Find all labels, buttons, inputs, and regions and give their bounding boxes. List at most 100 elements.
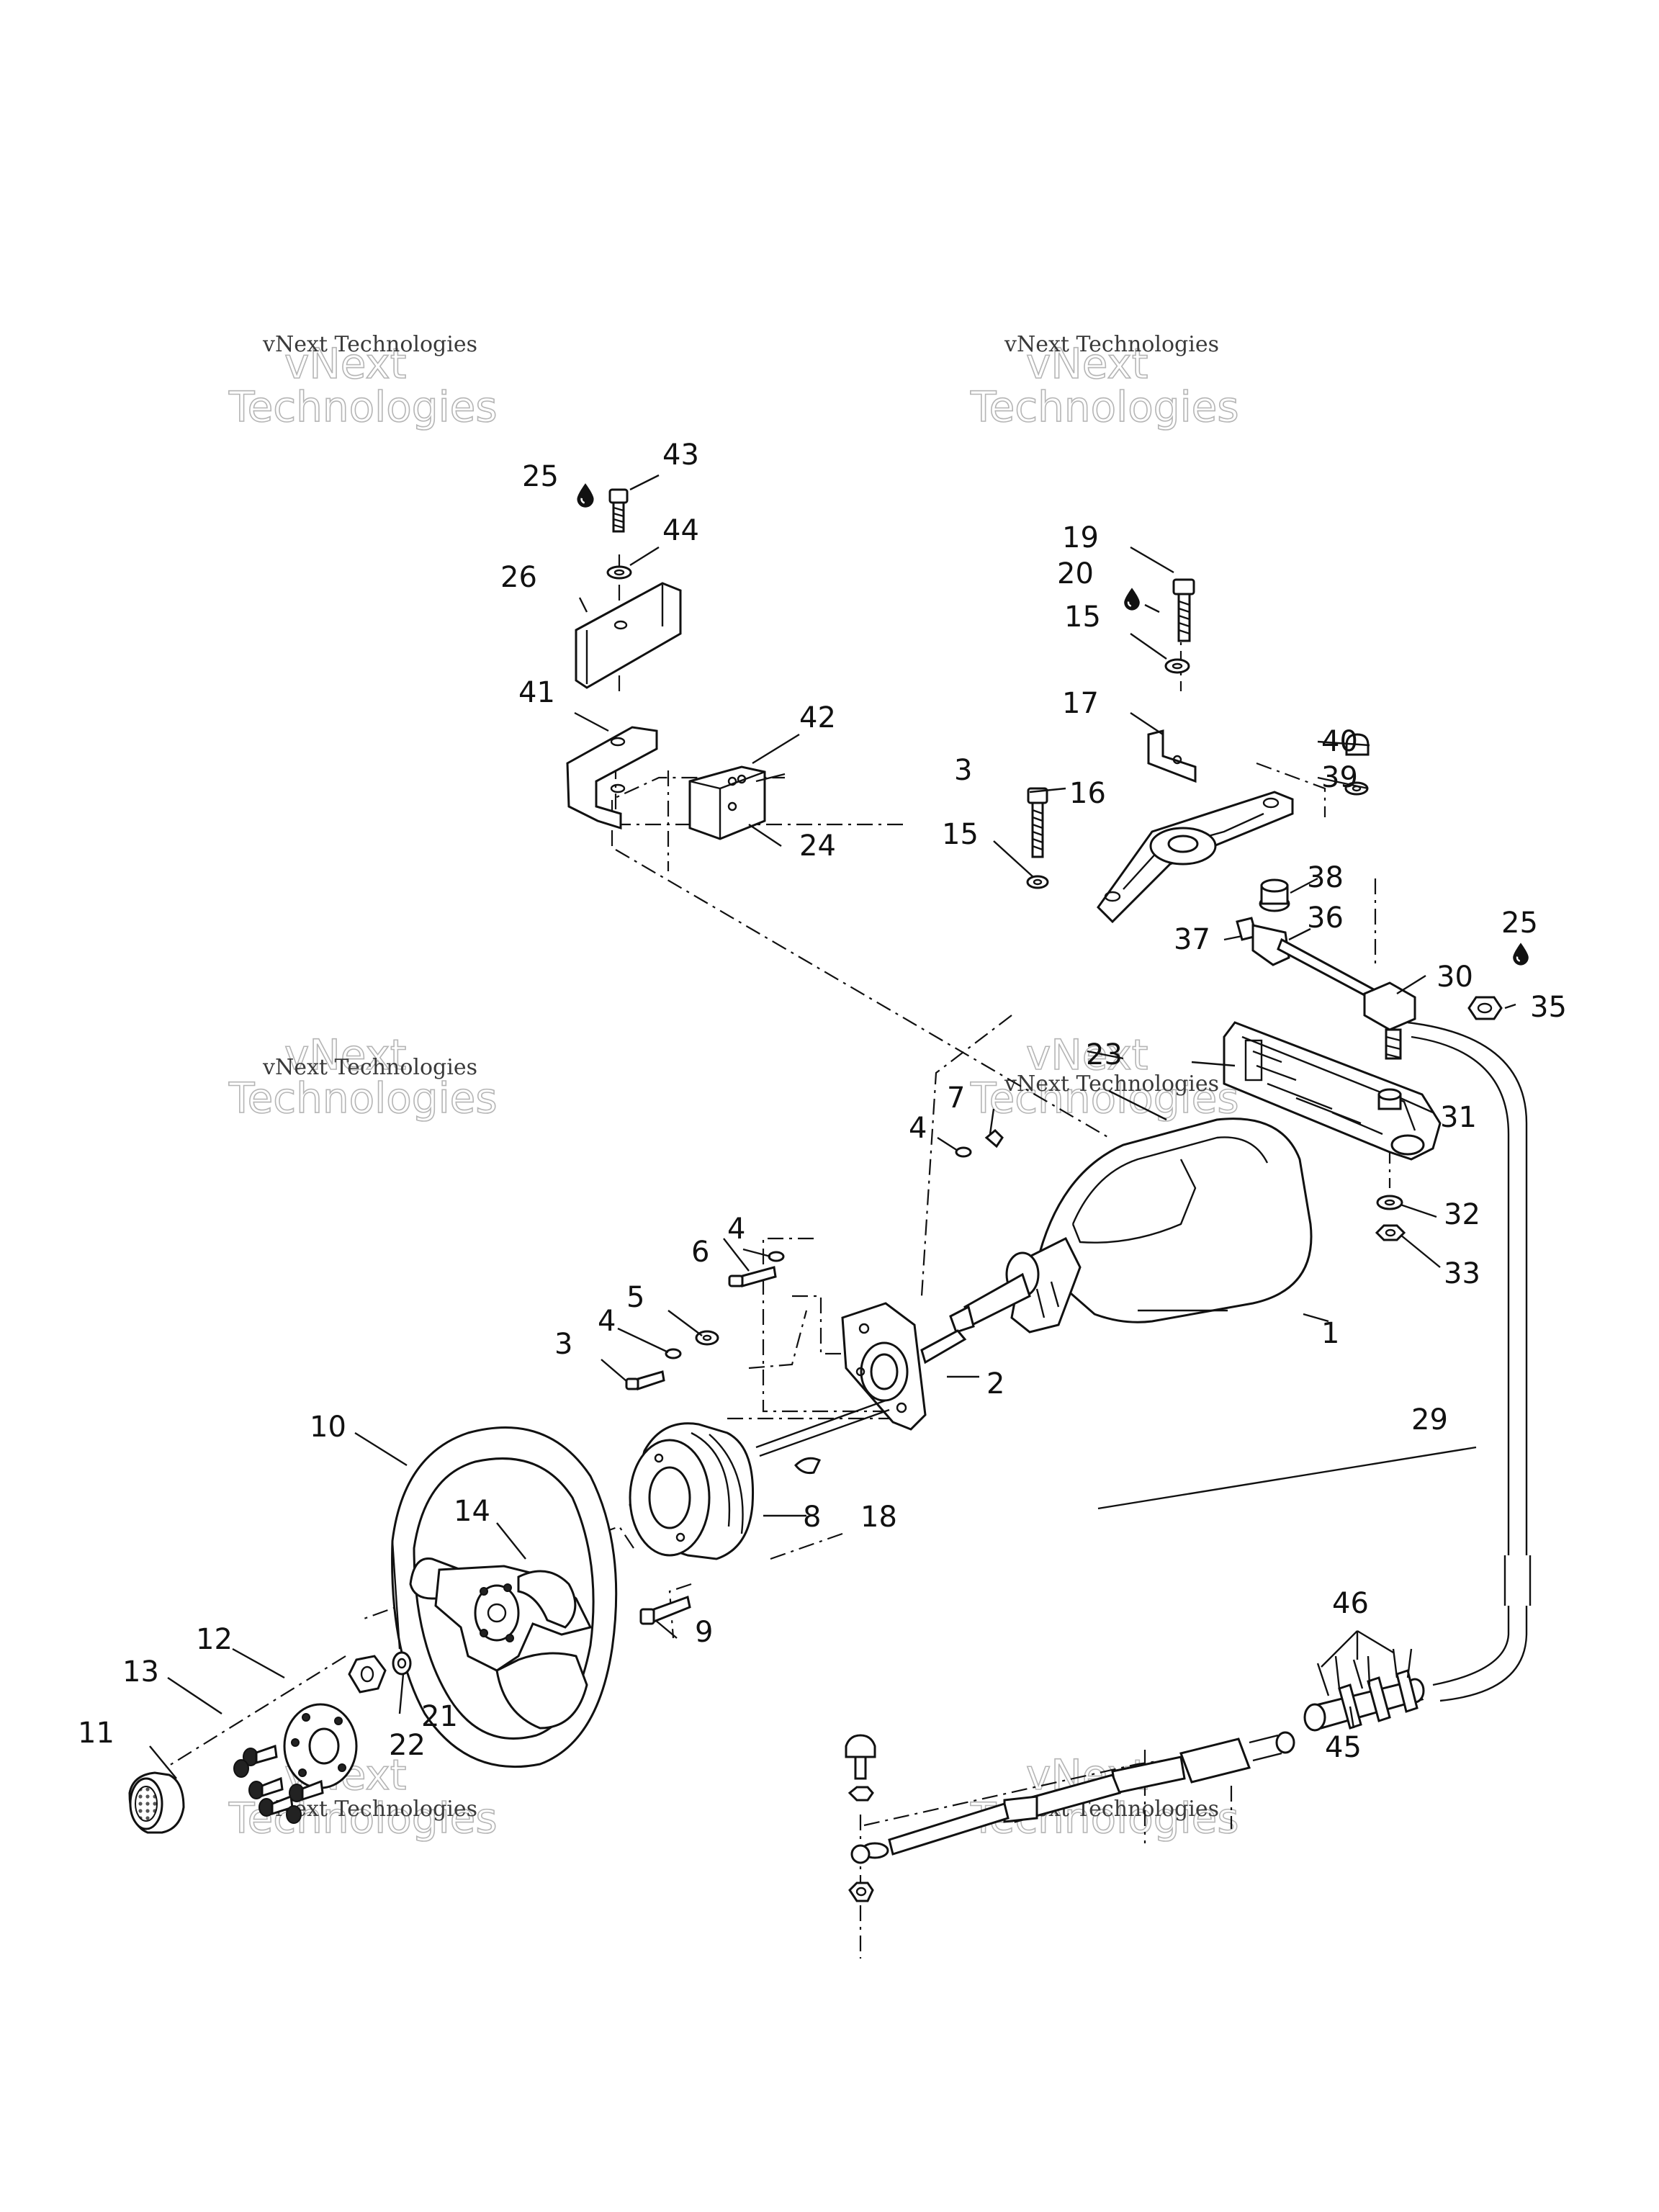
leader-lines [149, 474, 1516, 1779]
drop-icon [1512, 942, 1529, 966]
nut-33 [1375, 1224, 1406, 1241]
callout-37: 37 [1174, 923, 1210, 956]
bracket-41 [566, 726, 658, 830]
screw-6 [728, 1266, 777, 1287]
callout-11: 11 [78, 1717, 114, 1750]
nut-35 [1467, 996, 1503, 1020]
callout-23: 23 [1086, 1038, 1123, 1071]
screws-13 [233, 1744, 324, 1824]
callout-33: 33 [1444, 1257, 1480, 1290]
washer-4-low [665, 1348, 682, 1359]
washer-44 [606, 565, 632, 580]
bolt-43 [608, 488, 629, 533]
callout-4-top: 4 [909, 1112, 927, 1145]
callout-7: 7 [947, 1082, 965, 1115]
cable-29 [1407, 1021, 1532, 1702]
callout-15-mid: 15 [942, 818, 979, 851]
bracket-17 [1147, 729, 1197, 783]
callout-3-top: 3 [954, 754, 972, 787]
washer-4-mid [768, 1251, 785, 1262]
callout-1: 1 [1321, 1317, 1339, 1350]
callout-12: 12 [196, 1623, 233, 1656]
svg-text:vNext: vNext [1026, 339, 1148, 388]
bolt-3-top [1027, 787, 1048, 858]
bolt-19 [1172, 578, 1195, 642]
callout-43: 43 [662, 439, 699, 472]
callout-4-low: 4 [598, 1305, 616, 1338]
bracket-42 [688, 765, 766, 840]
svg-text:vNext: vNext [284, 339, 406, 388]
svg-text:vNext Technologies: vNext Technologies [262, 332, 477, 357]
svg-text:Technologies: Technologies [228, 1794, 498, 1843]
clips-46 [1316, 1648, 1413, 1696]
callout-8: 8 [803, 1501, 821, 1534]
bolt-cable-end [845, 1734, 876, 1802]
cable-clamp-45 [1303, 1669, 1425, 1732]
watermark-mid-right: vNext Technologies vNext Technologies [969, 1030, 1239, 1123]
helm-housing-1 [949, 1118, 1313, 1334]
steering-wheel-10 [391, 1426, 618, 1768]
drop-icon [1123, 587, 1141, 611]
fitting-37 [1236, 917, 1290, 966]
key-18 [794, 1457, 822, 1474]
washer-4-top [955, 1146, 972, 1158]
callout-42: 42 [799, 701, 836, 734]
svg-text:vNext: vNext [1026, 1030, 1148, 1079]
callout-2: 2 [986, 1367, 1004, 1401]
screw-3-low [625, 1370, 665, 1391]
svg-text:vNext: vNext [284, 1030, 406, 1079]
callout-45: 45 [1325, 1731, 1362, 1764]
callout-4-mid: 4 [727, 1213, 745, 1246]
callout-40: 40 [1321, 725, 1358, 758]
callout-39: 39 [1321, 761, 1358, 794]
washer-21 [392, 1651, 412, 1676]
callout-44: 44 [662, 514, 699, 547]
callout-36: 36 [1307, 902, 1344, 935]
callout-3-low: 3 [554, 1328, 572, 1361]
callout-22: 22 [389, 1729, 426, 1762]
callout-labels: 1 2 3 3 4 4 4 5 6 7 8 9 10 11 12 13 14 1… [78, 439, 1567, 1764]
spacer-31 [1377, 1088, 1402, 1110]
callout-26: 26 [500, 561, 537, 594]
svg-text:Technologies: Technologies [228, 1074, 498, 1123]
nut-22 [348, 1655, 387, 1694]
callout-21: 21 [421, 1700, 458, 1733]
svg-text:Technologies: Technologies [970, 1074, 1239, 1123]
svg-text:Technologies: Technologies [228, 382, 498, 431]
callout-24: 24 [799, 830, 836, 863]
svg-text:Technologies: Technologies [970, 382, 1239, 431]
callout-29: 29 [1411, 1403, 1448, 1437]
washer-15-top [1164, 658, 1190, 674]
bushing-38 [1259, 878, 1290, 912]
screw-7 [984, 1128, 1004, 1148]
callout-13: 13 [122, 1655, 159, 1689]
callout-6: 6 [691, 1236, 709, 1269]
cable-sheath [850, 1731, 1295, 1864]
callout-10: 10 [310, 1411, 346, 1444]
adapter-12 [283, 1703, 358, 1789]
callout-35: 35 [1530, 991, 1567, 1024]
steering-arm-23 [1223, 1021, 1442, 1161]
bolt-9 [639, 1596, 691, 1625]
callout-20: 20 [1057, 557, 1094, 590]
hub-8 [629, 1422, 755, 1560]
callout-25-left: 25 [522, 460, 559, 493]
svg-text:vNext Technologies: vNext Technologies [1004, 332, 1219, 357]
pivot-arm-16 [1097, 791, 1294, 924]
callout-15-top: 15 [1064, 601, 1101, 634]
shaft [755, 1399, 890, 1457]
callout-30: 30 [1437, 961, 1473, 994]
callout-41: 41 [518, 676, 555, 709]
callout-31: 31 [1440, 1101, 1477, 1134]
ball-joint-30 [1363, 981, 1416, 1060]
drop-icon [576, 482, 595, 508]
callout-5: 5 [626, 1281, 644, 1314]
nut-cable-end [848, 1881, 874, 1902]
watermark-bottom-left: vNext Technologies vNext Technologies [228, 1750, 498, 1843]
callout-18: 18 [860, 1501, 897, 1534]
callout-9: 9 [695, 1616, 713, 1649]
rod-36 [1277, 938, 1380, 1003]
callout-19: 19 [1062, 521, 1099, 554]
callout-38: 38 [1307, 861, 1344, 894]
